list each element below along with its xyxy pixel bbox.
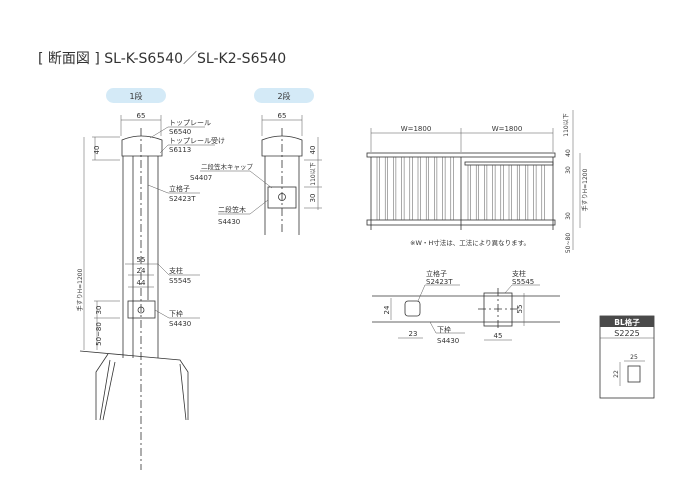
tab-1dan: [106, 88, 166, 103]
baluster: [434, 156, 438, 221]
plan-dim-24: 24: [383, 305, 391, 314]
second-rail: [267, 186, 297, 209]
bl-dim-w: 25: [630, 354, 638, 361]
baluster: [475, 164, 479, 221]
bl-code: S2225: [614, 329, 639, 338]
baluster: [467, 164, 471, 221]
baluster: [508, 164, 512, 221]
code-baluster: S2423T: [169, 195, 196, 203]
dim-gap: 50~80: [95, 322, 103, 346]
dim-24: 24: [137, 267, 146, 275]
dim-40-2: 40: [309, 146, 317, 155]
bl-baluster-box: BL格子 S2225 25 22: [599, 315, 655, 399]
section-2dan: 65 40 110以下 30 二段笠木キャップ S4407 二段笠木 S4430: [190, 112, 322, 235]
plan-dim-23: 23: [409, 330, 418, 338]
label-top-rail: トップレール: [169, 119, 211, 127]
dim-110-elev: 110以下: [563, 113, 570, 136]
plan-code-post: S5545: [512, 278, 534, 286]
plan-label-post: 支柱: [512, 269, 526, 278]
baluster: [484, 164, 488, 221]
baluster: [417, 156, 421, 221]
baluster: [450, 156, 454, 221]
baluster: [442, 156, 446, 221]
section-1dan: 65 40 手すりH=1200 トップレール S6540 トップレール受け S6…: [76, 112, 225, 470]
baluster: [384, 156, 388, 221]
baluster: [425, 156, 429, 221]
plan-dim-55: 55: [516, 305, 524, 314]
tab-1dan-label: 1段: [129, 91, 142, 101]
plan-label-bottom-rail: 下枠: [437, 325, 451, 334]
top-rail: [121, 135, 163, 157]
code-top-rail: S6540: [169, 128, 191, 136]
baluster: [533, 164, 537, 221]
code-rail: S4430: [218, 218, 240, 226]
label-rail: 二段笠木: [218, 205, 246, 214]
label-top-rail-holder: トップレール受け: [169, 136, 225, 145]
dim-40: 40: [93, 146, 101, 155]
note: ※W・H寸法は、工法により異なります。: [410, 238, 530, 247]
dim-110: 110以下: [310, 162, 317, 185]
baluster: [525, 164, 529, 221]
dim-w1: W=1800: [401, 125, 432, 133]
page-title: [ 断面図 ] SL-K-S6540／SL-K2-S6540: [38, 51, 286, 67]
tab-2dan: [254, 88, 314, 103]
dim-30a-elev: 30: [565, 166, 572, 174]
dim-55: 55: [137, 256, 146, 264]
fence-elevation: W=1800 W=1800 110以下 40 30 手すりH=1200 30 5…: [366, 110, 589, 253]
dim-30-2: 30: [309, 194, 317, 203]
baluster: [500, 164, 504, 221]
dim-height-elev: 手すりH=1200: [581, 168, 589, 211]
tab-2dan-label: 2段: [277, 91, 290, 101]
bl-dim-h: 22: [613, 370, 620, 378]
dim-gap-elev: 50~80: [565, 233, 572, 253]
dim-w2: W=1800: [492, 125, 523, 133]
dim-65: 65: [137, 112, 146, 120]
code-cap: S4407: [190, 174, 212, 182]
baluster: [492, 164, 496, 221]
baluster: [376, 156, 380, 221]
dim-40-elev: 40: [565, 149, 572, 157]
dim-65-2: 65: [278, 112, 287, 120]
baluster: [516, 164, 520, 221]
code-bottom-rail: S4430: [169, 320, 191, 328]
baluster: [541, 164, 545, 221]
dim-height: 手すりH=1200: [76, 268, 84, 311]
code-top-rail-holder: S6113: [169, 146, 191, 154]
label-cap: 二段笠木キャップ: [201, 162, 254, 171]
bottom-rail: [127, 300, 156, 319]
baluster: [409, 156, 413, 221]
dim-30b-elev: 30: [565, 212, 572, 220]
baluster: [401, 156, 405, 221]
plan-dim-45: 45: [494, 332, 503, 340]
plan-view: 24 23 立格子 S2423T 下枠 S4430 45 55 支柱 S5545: [372, 269, 560, 345]
dim-30: 30: [95, 306, 103, 315]
plan-label-baluster: 立格子: [426, 269, 447, 278]
bl-header: BL格子: [614, 317, 640, 327]
label-bottom-rail: 下枠: [169, 309, 183, 318]
plan-code-baluster: S2423T: [426, 278, 453, 286]
baluster: [393, 156, 397, 221]
dim-44: 44: [137, 279, 146, 287]
label-post: 支柱: [169, 266, 183, 275]
plan-code-bottom-rail: S4430: [437, 337, 459, 345]
label-baluster: 立格子: [169, 184, 190, 193]
code-post: S5545: [169, 277, 191, 285]
